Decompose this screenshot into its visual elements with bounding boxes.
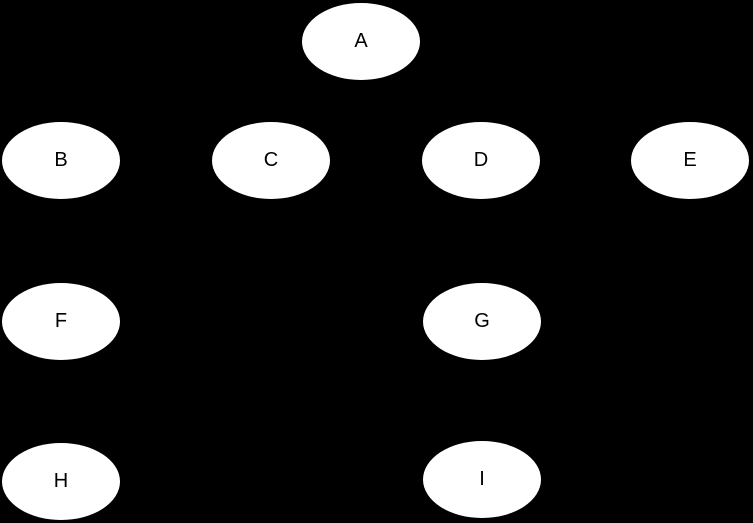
graph-node-d: D <box>422 121 540 199</box>
node-label: F <box>54 310 68 332</box>
node-label: G <box>474 310 490 332</box>
node-label: I <box>479 468 485 490</box>
node-label: A <box>354 30 368 52</box>
node-label: C <box>263 149 279 171</box>
graph-node-g: G <box>423 282 541 360</box>
graph-node-a: A <box>302 2 420 80</box>
graph-node-e: E <box>631 121 749 199</box>
graph-node-c: C <box>212 121 330 199</box>
node-label: D <box>473 149 489 171</box>
graph-node-i: I <box>423 440 541 518</box>
node-label: H <box>53 470 69 492</box>
node-label: E <box>683 149 697 171</box>
graph-node-f: F <box>2 282 120 360</box>
graph-node-b: B <box>2 121 120 199</box>
graph-node-h: H <box>2 442 120 520</box>
node-label: B <box>54 149 68 171</box>
